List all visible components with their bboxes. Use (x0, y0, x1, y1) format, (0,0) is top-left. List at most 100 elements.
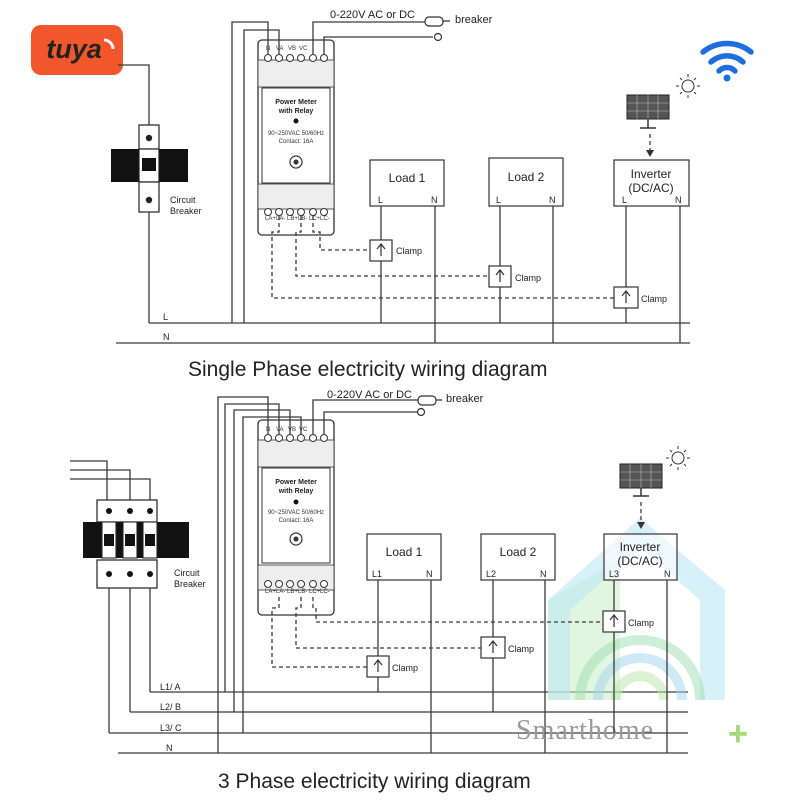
circuit-breaker-label: Circuit (174, 568, 200, 578)
tuya-logo: tuya (31, 25, 123, 75)
load-name: Load 2 (500, 545, 537, 559)
load-terminal: N (540, 569, 547, 579)
load-terminal: L (378, 195, 383, 205)
tuya-logo-text: tuya (46, 34, 102, 64)
single-phase-diagram: Circuit Breaker L N N VA VB VC Power Met (111, 9, 700, 381)
inverter-name: (DC/AC) (628, 181, 673, 195)
terminal-label: LC+ (309, 216, 321, 222)
wifi-icon (700, 40, 754, 82)
terminal-label: VB (288, 427, 296, 433)
clamp-label: Clamp (641, 294, 667, 304)
device-name: Power Meter (275, 99, 317, 106)
line-label-n: N (163, 332, 170, 342)
clamp-label: Clamp (508, 644, 534, 654)
line-label-l: L (163, 312, 168, 322)
supply-label: 0-220V AC or DC (327, 389, 412, 401)
power-meter-three: N VA VB VC Power Meter with Relay 90~250… (257, 419, 335, 616)
terminal-label: LC- (320, 216, 330, 222)
load-name: Load 1 (389, 171, 426, 185)
terminal-label: VA (276, 46, 284, 52)
load-terminal: N (426, 569, 433, 579)
circuit-breaker-label: Breaker (170, 206, 202, 216)
line-label-n: N (166, 743, 173, 753)
terminal-label: LB- (298, 216, 307, 222)
load-1-three: Load 1 L1 N (366, 533, 442, 581)
load-2-single: Load 2 L N (488, 157, 564, 207)
terminal-label: VC (299, 46, 308, 52)
circuit-breaker-label: Circuit (170, 195, 196, 205)
solar-panel-icon (619, 463, 663, 497)
sun-icon (666, 446, 690, 470)
terminal-label: LB+ (287, 216, 298, 222)
terminal-label: LA+ (265, 589, 276, 595)
load-terminal: L (496, 195, 501, 205)
clamp-label: Clamp (392, 663, 418, 673)
arrow-icon (646, 150, 654, 157)
breaker-label: breaker (446, 393, 484, 405)
three-phase-title: 3 Phase electricity wiring diagram (218, 770, 531, 793)
terminal-label: VC (299, 427, 308, 433)
terminal-label: LC- (320, 589, 330, 595)
line-label-l1: L1/ A (160, 682, 181, 692)
watermark-plus: + (728, 715, 748, 753)
terminal-label: LA- (276, 589, 285, 595)
power-meter-single: N VA VB VC Power Meter with Relay 90~250… (257, 39, 335, 236)
inverter-three: Inverter (DC/AC) L3 N (603, 533, 678, 581)
load-terminal: L2 (486, 569, 496, 579)
device-spec: 90~250VAC 50/60Hz (268, 131, 324, 137)
line-label-l2: L2/ B (160, 702, 181, 712)
clamp-label: Clamp (515, 273, 541, 283)
solar-panel-icon (626, 94, 670, 129)
clamp-2-single: Clamp (488, 265, 541, 288)
tuya-logo-badge (31, 25, 123, 75)
load-terminal: N (431, 195, 438, 205)
supply-label: 0-220V AC or DC (330, 9, 415, 21)
terminal-label: LA- (276, 216, 285, 222)
device-name: with Relay (278, 488, 314, 495)
circuit-breaker-label: Breaker (174, 579, 206, 589)
single-phase-title: Single Phase electricity wiring diagram (188, 358, 548, 381)
inverter-terminal: L (622, 195, 627, 205)
load-1-single: Load 1 L N (369, 159, 445, 207)
clamp-label: Clamp (396, 246, 422, 256)
load-terminal: N (549, 195, 556, 205)
terminal-label: LB- (298, 589, 307, 595)
inverter-single: Inverter (DC/AC) L N (613, 159, 690, 207)
terminal-label: VB (288, 46, 296, 52)
breaker-label: breaker (455, 14, 493, 26)
load-name: Load 1 (386, 545, 423, 559)
inverter-terminal: N (664, 569, 671, 579)
smarthome-watermark: Smarthome + (516, 518, 748, 753)
terminal-label: LA+ (265, 216, 276, 222)
inverter-name: Inverter (620, 540, 661, 554)
inverter-name: Inverter (631, 167, 672, 181)
sun-icon (676, 74, 700, 98)
clamp-2-three: Clamp (480, 636, 534, 659)
tuya-logo-arc (103, 38, 115, 50)
device-spec: 90~250VAC 50/60Hz (268, 510, 324, 516)
inverter-terminal: N (675, 195, 682, 205)
load-terminal: L1 (372, 569, 382, 579)
inverter-name: (DC/AC) (617, 554, 662, 568)
watermark-text: Smarthome (516, 715, 654, 746)
clamp-1-three: Clamp (366, 655, 418, 678)
load-name: Load 2 (508, 170, 545, 184)
three-phase-diagram: Circuit Breaker L1/ A L2/ B L3/ C N N VA… (70, 389, 748, 793)
device-spec: Contact: 16A (279, 518, 314, 524)
clamp-3-three: Clamp (602, 610, 654, 633)
line-label-l3: L3/ C (160, 723, 182, 733)
clamp-1-single: Clamp (369, 239, 422, 262)
breaker-fuse-icon (416, 395, 437, 417)
terminal-label: LC+ (309, 589, 321, 595)
device-spec: Contact: 16A (279, 139, 314, 145)
clamp-3-single: Clamp (613, 286, 667, 309)
device-name: with Relay (278, 108, 314, 115)
load-2-three: Load 2 L2 N (480, 533, 556, 581)
clamp-label: Clamp (628, 618, 654, 628)
circuit-breaker-three: Circuit Breaker (83, 499, 206, 589)
arrow-icon (637, 522, 645, 529)
terminal-label: LB+ (287, 589, 298, 595)
inverter-terminal: L3 (609, 569, 619, 579)
terminal-label: VA (276, 427, 284, 433)
